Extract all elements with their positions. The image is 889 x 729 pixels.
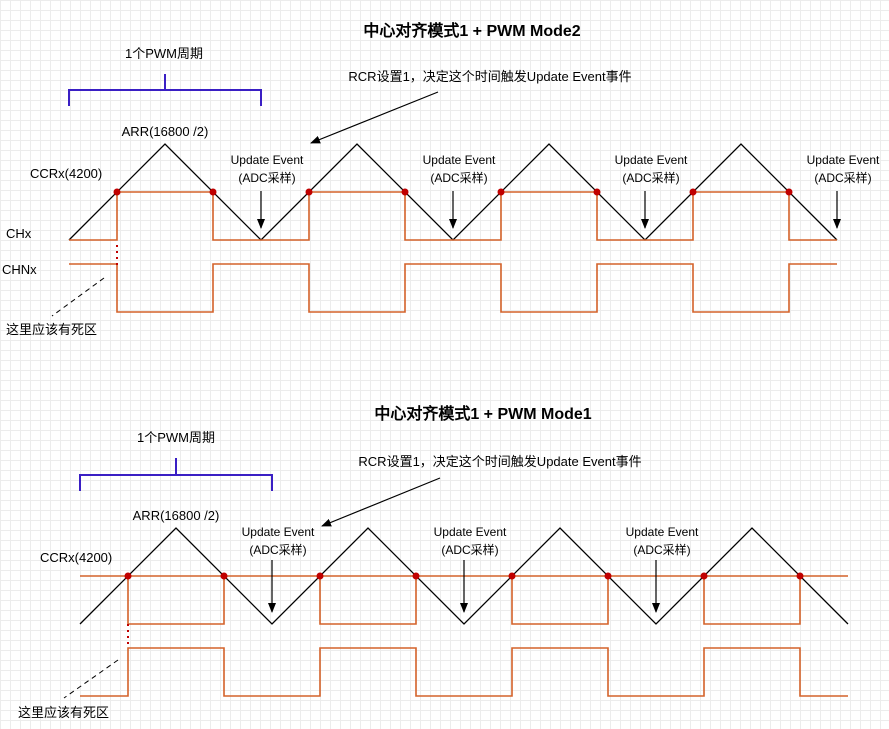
- top-period-label: 1个PWM周期: [125, 46, 203, 61]
- bottom-chx-waveform: [127, 576, 801, 625]
- top-compare-point: [785, 188, 793, 196]
- bottom-compare-point: [604, 572, 612, 580]
- bottom-rcr-arrow: [321, 477, 441, 527]
- top-compare-point: [305, 188, 313, 196]
- top-title: 中心对齐模式1 + PWM Mode2: [363, 21, 580, 40]
- top-update-event-1: Update Event (ADC采样): [231, 153, 304, 229]
- adc-sampling-label: (ADC采样): [622, 170, 679, 185]
- bottom-period-brace: [79, 458, 273, 491]
- bottom-update-event-3: Update Event (ADC采样): [626, 525, 699, 613]
- top-compare-point: [209, 188, 217, 196]
- top-rcr-note: RCR设置1，决定这个时间触发Update Event事件: [348, 69, 631, 84]
- bottom-rcr-note: RCR设置1，决定这个时间触发Update Event事件: [358, 454, 641, 469]
- adc-sampling-label: (ADC采样): [814, 170, 871, 185]
- update-event-label: Update Event: [807, 153, 880, 167]
- top-deadtime-pointer: [51, 277, 105, 317]
- bottom-arr-label: ARR(16800 /2): [133, 508, 220, 523]
- bottom-compare-point: [508, 572, 516, 580]
- adc-sampling-label: (ADC采样): [238, 170, 295, 185]
- top-deadtime-note: 这里应该有死区: [6, 322, 97, 337]
- top-compare-point: [401, 188, 409, 196]
- top-update-event-3: Update Event (ADC采样): [615, 153, 688, 229]
- adc-sampling-label: (ADC采样): [441, 542, 498, 557]
- top-update-event-4: Update Event (ADC采样): [807, 153, 880, 229]
- top-update-event-2: Update Event (ADC采样): [423, 153, 496, 229]
- chx-label: CHx: [6, 226, 32, 241]
- top-compare-point: [497, 188, 505, 196]
- bottom-compare-point: [700, 572, 708, 580]
- update-event-label: Update Event: [231, 153, 304, 167]
- update-event-label: Update Event: [423, 153, 496, 167]
- top-compare-point: [113, 188, 121, 196]
- bottom-update-event-1: Update Event (ADC采样): [242, 525, 315, 613]
- bottom-counter-triangle: [79, 527, 849, 625]
- top-arr-label: ARR(16800 /2): [122, 124, 209, 139]
- bottom-deadtime-pointer: [63, 659, 119, 699]
- top-chnx-waveform: [69, 263, 837, 313]
- bottom-title: 中心对齐模式1 + PWM Mode1: [374, 404, 591, 423]
- bottom-compare-point: [316, 572, 324, 580]
- bottom-update-event-2: Update Event (ADC采样): [434, 525, 507, 613]
- adc-sampling-label: (ADC采样): [633, 542, 690, 557]
- bottom-ccr-label: CCRx(4200): [40, 550, 112, 565]
- update-event-label: Update Event: [434, 525, 507, 539]
- bottom-compare-point: [220, 572, 228, 580]
- adc-sampling-label: (ADC采样): [249, 542, 306, 557]
- bottom-chnx-waveform: [80, 647, 848, 697]
- bottom-compare-point: [412, 572, 420, 580]
- update-event-label: Update Event: [615, 153, 688, 167]
- chnx-label: CHNx: [2, 262, 37, 277]
- bottom-compare-point: [124, 572, 132, 580]
- bottom-compare-point: [796, 572, 804, 580]
- adc-sampling-label: (ADC采样): [430, 170, 487, 185]
- top-compare-point: [593, 188, 601, 196]
- update-event-label: Update Event: [626, 525, 699, 539]
- bottom-deadtime-note: 这里应该有死区: [18, 705, 109, 720]
- bottom-period-label: 1个PWM周期: [137, 430, 215, 445]
- update-event-label: Update Event: [242, 525, 315, 539]
- top-compare-point: [689, 188, 697, 196]
- top-diagram: 中心对齐模式1 + PWM Mode2 1个PWM周期 RCR设置1，决定这个时…: [2, 21, 880, 337]
- bottom-diagram: 中心对齐模式1 + PWM Mode1 1个PWM周期 RCR设置1，决定这个时…: [18, 404, 849, 720]
- top-chx-waveform: [69, 191, 837, 241]
- top-period-brace: [68, 74, 262, 106]
- top-ccr-label: CCRx(4200): [30, 166, 102, 181]
- top-rcr-arrow: [310, 91, 439, 144]
